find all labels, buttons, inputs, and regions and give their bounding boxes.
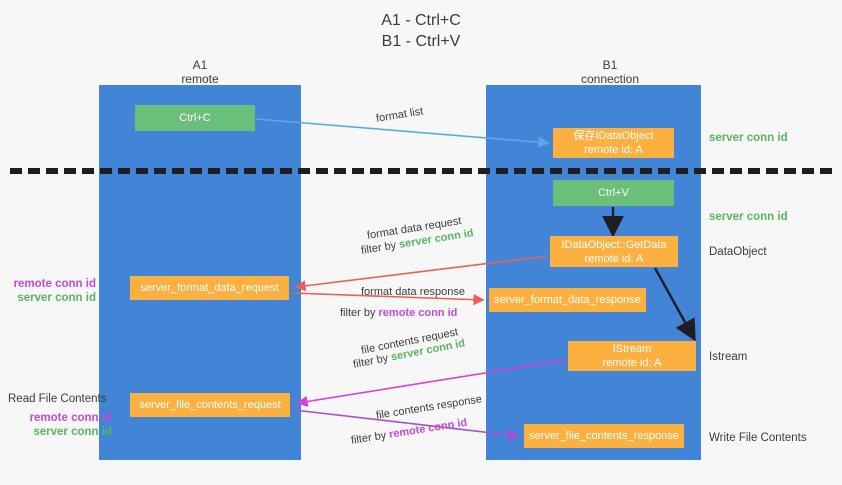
column-a1-role: remote xyxy=(181,72,219,86)
filter-prefix: filter by xyxy=(350,428,391,447)
column-b1-role: connection xyxy=(580,72,640,86)
phase-separator-dashed-line xyxy=(10,168,832,174)
filter-prefix: filter by xyxy=(360,238,401,257)
note-istream: Istream xyxy=(709,351,748,363)
node-server-format-data-response[interactable]: server_format_data_response xyxy=(489,288,646,312)
node-server-file-contents-response[interactable]: server_file_contents_response xyxy=(524,424,684,448)
label-format-data-response-filter: filter by remote conn id xyxy=(340,306,457,321)
note-server-conn-id-mid: server conn id xyxy=(709,211,788,223)
node-ctrl-v-line1: Ctrl+V xyxy=(598,187,629,199)
node-istream-line1: IStream xyxy=(612,343,652,355)
node-server-file-contents-request-label: server_file_contents_request xyxy=(139,399,281,411)
node-save-idataobject[interactable]: 保存IDataObject remote id: A xyxy=(553,128,674,158)
label-file-contents-response-filter: filter by remote conn id xyxy=(350,416,468,449)
label-format-data-response: format data response xyxy=(361,286,465,298)
note-remote-conn-id-2: remote conn id xyxy=(29,412,112,424)
filter-value-remote-conn-id: remote conn id xyxy=(378,307,458,319)
node-istream-line2: remote id: A xyxy=(602,357,662,369)
filter-prefix: filter by xyxy=(352,351,393,371)
node-idataobject-getdata[interactable]: IDataObject::GetData remote id: A xyxy=(550,236,678,267)
node-ctrl-c-line1: Ctrl+C xyxy=(179,112,211,124)
filter-value-remote-conn-id: remote conn id xyxy=(388,416,468,441)
node-server-format-data-request[interactable]: server_format_data_request xyxy=(130,276,289,300)
node-getdata-line2: remote id: A xyxy=(584,252,644,265)
node-getdata-line1: IDataObject::GetData xyxy=(561,238,667,251)
page-title: A1 - Ctrl+C B1 - Ctrl+V xyxy=(0,10,842,52)
column-header-b1: B1 connection xyxy=(530,58,690,86)
note-read-file-contents-label: Read File Contents xyxy=(8,393,107,405)
title-line-2: B1 - Ctrl+V xyxy=(381,33,461,50)
note-server-conn-id-1: server conn id xyxy=(17,292,96,304)
title-line-1: A1 - Ctrl+C xyxy=(381,12,461,29)
note-conn-ids-upper: remote conn id server conn id xyxy=(8,277,96,305)
node-server-format-data-request-label: server_format_data_request xyxy=(140,282,279,294)
column-a1-name: A1 xyxy=(192,58,208,72)
note-write-file-contents: Write File Contents xyxy=(709,432,807,444)
note-dataobject: DataObject xyxy=(709,246,767,258)
node-ctrl-v[interactable]: Ctrl+V xyxy=(553,180,674,206)
node-server-format-data-response-label: server_format_data_response xyxy=(494,294,641,306)
filter-prefix: filter by xyxy=(340,307,379,319)
node-ctrl-c[interactable]: Ctrl+C xyxy=(135,105,255,131)
node-save-idataobject-line2: remote id: A xyxy=(584,144,643,156)
note-server-conn-id-2: server conn id xyxy=(33,426,112,438)
label-file-contents-response: file contents response xyxy=(375,393,483,422)
label-format-list: format list xyxy=(375,105,425,125)
note-read-file-contents: Read File Contents xyxy=(8,392,116,407)
column-b1-name: B1 xyxy=(602,58,618,72)
note-conn-ids-lower: remote conn id server conn id xyxy=(8,411,112,439)
node-server-file-contents-request[interactable]: server_file_contents_request xyxy=(130,393,290,417)
node-istream[interactable]: IStream remote id: A xyxy=(568,341,696,371)
note-server-conn-id-top: server conn id xyxy=(709,132,788,144)
note-remote-conn-id-1: remote conn id xyxy=(13,278,96,290)
node-save-idataobject-line1: 保存IDataObject xyxy=(573,130,654,142)
node-server-file-contents-response-label: server_file_contents_response xyxy=(529,430,679,442)
column-header-a1: A1 remote xyxy=(120,58,280,86)
